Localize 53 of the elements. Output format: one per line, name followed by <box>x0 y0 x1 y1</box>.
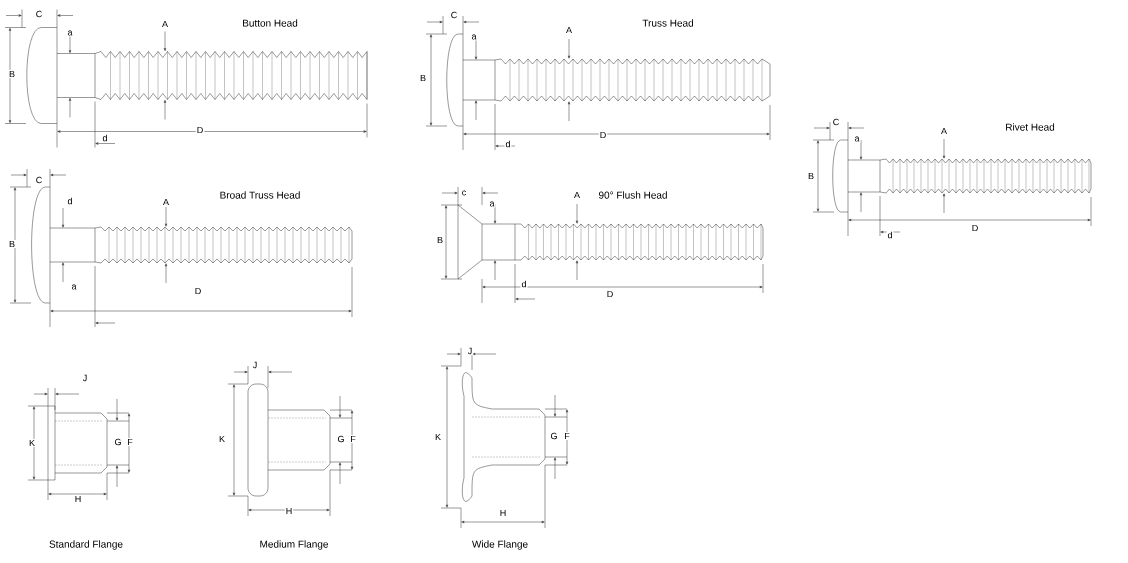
dimension-label: d <box>886 230 894 240</box>
dimension-label: d <box>504 139 512 149</box>
figure-title: Broad Truss Head <box>218 190 302 200</box>
dimension-label: K <box>434 432 442 442</box>
dimension-label: a <box>488 200 496 208</box>
dimension-label: B <box>8 69 16 79</box>
dimension-label: D <box>598 130 608 140</box>
dimension-label: J <box>466 346 474 356</box>
dimension-label: d <box>66 196 74 206</box>
figure-title: Rivet Head <box>1004 122 1056 132</box>
dimension-label: A <box>161 19 169 29</box>
dimension-label: C <box>449 10 459 20</box>
dimension-label: a <box>470 33 478 41</box>
dimension-label: B <box>419 73 427 83</box>
dimension-label: J <box>251 360 259 370</box>
figure-title: Wide Flange <box>470 539 530 551</box>
figure-title: Medium Flange <box>258 539 330 551</box>
dimension-label: C <box>34 175 44 185</box>
dimension-label: K <box>28 438 36 448</box>
dimension-label: C <box>34 9 44 19</box>
dimension-label: B <box>807 171 815 181</box>
dimension-label: d <box>101 133 109 143</box>
dimension-label: G <box>549 431 559 441</box>
dimension-label: C <box>831 117 841 127</box>
dimension-label: B <box>8 239 16 249</box>
dimension-label: G <box>113 437 123 447</box>
dimension-label: D <box>193 286 203 296</box>
dimension-label: B <box>436 235 444 245</box>
dimension-label: A <box>162 197 170 207</box>
dimension-label: H <box>73 494 83 504</box>
dimension-label: c <box>460 189 468 197</box>
dimension-label: H <box>284 506 294 516</box>
dimension-label: a <box>66 29 74 37</box>
dimension-label: G <box>336 434 346 444</box>
dimension-label: A <box>565 25 573 35</box>
dimension-label: A <box>573 190 581 200</box>
dimension-label: F <box>349 434 357 444</box>
dimension-label: J <box>81 373 89 383</box>
dimension-label: K <box>218 434 226 444</box>
dimension-label: A <box>940 126 948 136</box>
figure-title: Truss Head <box>641 18 695 28</box>
dimension-label: a <box>853 135 861 143</box>
dimension-label: F <box>563 431 571 441</box>
dimension-label: H <box>498 508 508 518</box>
dimension-label: a <box>70 283 78 291</box>
figure-title: 90° Flush Head <box>597 190 669 200</box>
dimension-label: D <box>195 125 205 135</box>
dimension-label: F <box>126 437 134 447</box>
dimension-label: D <box>970 223 980 233</box>
dimension-label: D <box>605 289 615 299</box>
dimension-label: d <box>520 279 528 289</box>
figure-title: Standard Flange <box>48 539 124 551</box>
figure-title: Button Head <box>241 18 299 28</box>
